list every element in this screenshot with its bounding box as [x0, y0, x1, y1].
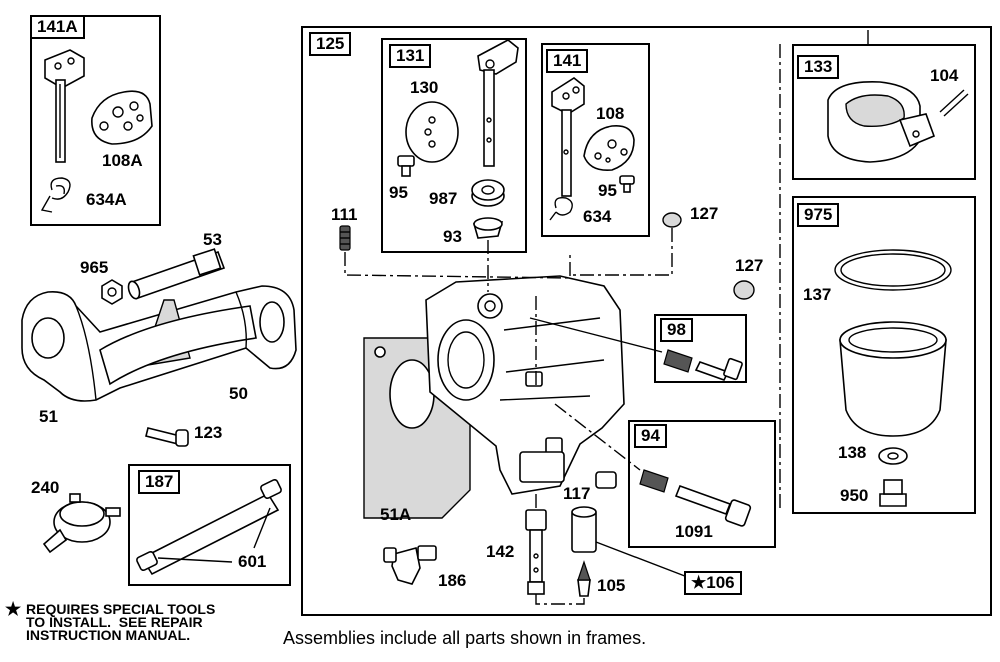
label-104: 104 — [930, 66, 959, 85]
label-123: 123 — [194, 423, 223, 442]
frame-975 — [792, 196, 976, 514]
frame-125 — [301, 26, 992, 616]
label-51: 51 — [39, 407, 58, 426]
label-965: 965 — [80, 258, 109, 277]
label-117: 117 — [563, 484, 591, 503]
tag-94: 94 — [634, 424, 667, 448]
label-95a: 95 — [389, 183, 408, 202]
label-130: 130 — [410, 78, 439, 97]
needle-105-drawing — [577, 560, 591, 597]
bowl-drawing — [839, 321, 947, 437]
choke-plate-130-drawing — [405, 101, 459, 163]
star-symbol: ★ — [5, 599, 22, 619]
label-137: 137 — [803, 285, 832, 304]
tag-98: 98 — [660, 318, 693, 342]
label-111: 111 — [331, 205, 358, 224]
tag-141A: 141A — [30, 15, 85, 39]
bowl-nut-950-drawing — [879, 479, 907, 507]
label-1091: 1091 — [675, 522, 713, 541]
idle-screw-98-drawing — [663, 349, 743, 381]
gasket-137-drawing — [834, 249, 952, 291]
plug-127b-drawing — [733, 280, 755, 300]
tag-975: 975 — [797, 203, 840, 227]
frame-133 — [792, 44, 976, 180]
washer-138-drawing — [878, 447, 908, 465]
frame-98 — [654, 314, 747, 383]
special-tools-note: REQUIRES SPECIAL TOOLS TO INSTALL. SEE R… — [26, 601, 216, 643]
frame-131 — [381, 38, 527, 253]
throttle-shaft-141A-drawing — [44, 49, 85, 163]
washer-93-drawing — [472, 217, 504, 239]
label-105: 105 — [597, 576, 626, 595]
float-133-drawing — [827, 81, 969, 163]
label-634A: 634A — [86, 190, 127, 209]
spring-634-drawing — [549, 197, 573, 221]
label-51A: 51A — [380, 505, 412, 524]
tag-141: 141 — [546, 49, 589, 73]
label-601: 601 — [238, 552, 267, 571]
screw-95b-drawing — [619, 175, 635, 193]
label-138: 138 — [838, 443, 867, 462]
frame-94 — [628, 420, 776, 548]
label-108: 108 — [596, 104, 625, 123]
throttle-plate-108-drawing — [583, 124, 635, 172]
nut-965-drawing — [101, 279, 123, 305]
elbow-186-drawing — [383, 545, 437, 585]
fuel-pump-240-drawing — [42, 493, 121, 554]
frames-caption: Assemblies include all parts shown in fr… — [283, 628, 647, 648]
label-186: 186 — [438, 571, 467, 590]
label-108A: 108A — [102, 151, 143, 170]
frame-141A — [30, 15, 161, 226]
screw-123-drawing — [145, 427, 189, 447]
label-142: 142 — [486, 542, 515, 561]
label-127b: 127 — [735, 256, 764, 275]
label-93: 93 — [443, 227, 462, 246]
tag-125: 125 — [309, 32, 352, 56]
spring-634A-drawing — [40, 177, 71, 213]
jet-117-drawing — [595, 471, 617, 489]
tag-133: 133 — [797, 55, 840, 79]
intake-manifold-50-drawing — [21, 285, 297, 402]
tag-131: 131 — [389, 44, 432, 68]
plug-127a-drawing — [662, 212, 682, 228]
label-634: 634 — [583, 207, 612, 226]
fuel-line-187-drawing — [136, 478, 282, 576]
frame-141 — [541, 43, 650, 237]
screw-95-drawing — [397, 155, 415, 177]
mixture-screw-1091-drawing — [639, 469, 752, 527]
label-127a: 127 — [690, 204, 719, 223]
label-53: 53 — [203, 230, 222, 249]
choke-shaft-131-drawing — [477, 39, 519, 167]
tag-106: ★106 — [684, 571, 742, 595]
label-987: 987 — [429, 189, 458, 208]
fuel-fitting-53-drawing — [127, 248, 226, 300]
label-95b: 95 — [598, 181, 617, 200]
label-50: 50 — [229, 384, 248, 403]
emulsion-tube-142-drawing — [525, 509, 547, 595]
spring-111-drawing — [339, 225, 351, 251]
label-240: 240 — [31, 478, 60, 497]
leader-lines — [344, 30, 869, 605]
seal-987-drawing — [471, 179, 505, 207]
label-950: 950 — [840, 486, 869, 505]
tag-187: 187 — [138, 470, 181, 494]
throttle-plate-108A-drawing — [91, 90, 153, 145]
needle-seat-106-drawing — [571, 506, 597, 553]
frame-187 — [128, 464, 291, 586]
throttle-shaft-141-drawing — [551, 77, 585, 197]
